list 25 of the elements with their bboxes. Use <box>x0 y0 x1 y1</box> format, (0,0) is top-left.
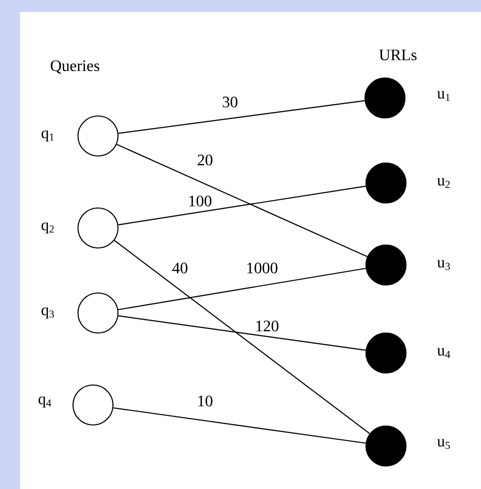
edge-line <box>118 186 366 226</box>
node-label: q$_{1}$ <box>42 130 54 142</box>
column-heading: Queries <box>50 60 100 74</box>
column-heading: URLs <box>379 50 417 60</box>
edge-line <box>118 100 365 134</box>
node-label: u$_{4}$ <box>437 348 450 358</box>
node-label: q$_{4}$ <box>38 396 52 408</box>
edge-line <box>116 144 368 258</box>
edge-line <box>114 240 370 434</box>
node-label: u$_{5}$ <box>437 439 450 449</box>
edge-label: 30 <box>221 96 239 108</box>
node-label: u$_{2}$ <box>437 178 450 188</box>
edge-label: 40 <box>171 262 189 274</box>
edge-label: 120 <box>254 320 280 332</box>
edge-label: 100 <box>187 194 213 208</box>
node-label: u$_{1}$ <box>437 91 450 101</box>
edge-line <box>113 407 366 444</box>
edge-line <box>118 268 366 310</box>
node-label: q$_{3}$ <box>42 307 54 319</box>
edge-line <box>118 315 366 351</box>
edge-label: 1000 <box>245 262 279 274</box>
node-label: q$_{2}$ <box>42 222 54 234</box>
edge-label: 10 <box>196 394 214 408</box>
node-label: u$_{3}$ <box>437 260 450 270</box>
edge-label: 20 <box>196 154 214 166</box>
